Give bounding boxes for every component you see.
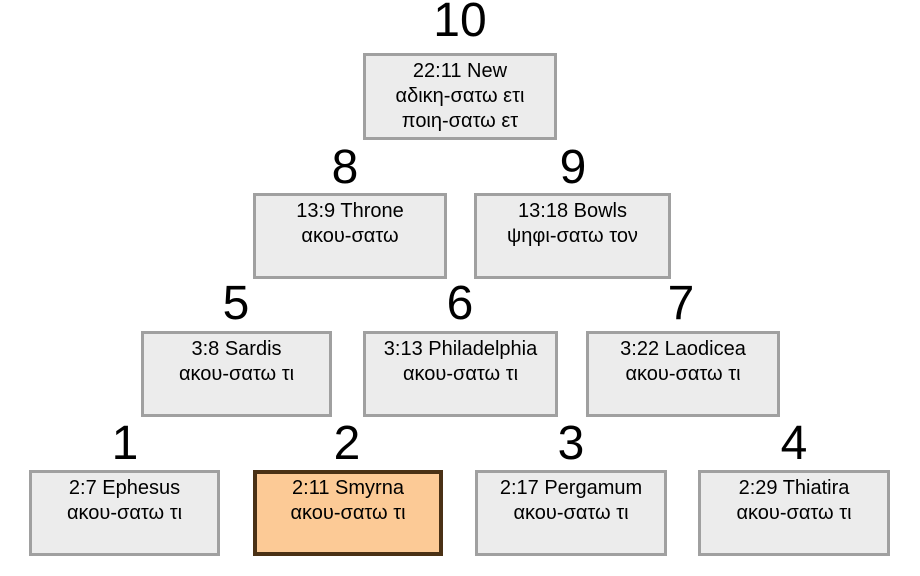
node-greek-line: ακου-σατω τι [66, 502, 183, 524]
node-title-line: 2:11 Smyrna [292, 477, 404, 499]
node-number-5: 5 [222, 277, 250, 330]
node-title-line: 3:22 Laodicea [620, 338, 746, 360]
node-2-17-pergamum[interactable]: 2:17 Pergamum ακου-σατω τι [475, 470, 667, 556]
node-number-7: 7 [667, 277, 695, 330]
node-number-1: 1 [111, 417, 139, 470]
node-title-line: 13:18 Bowls [518, 200, 627, 222]
node-greek-line: αδικη-σατω ετι [395, 85, 525, 107]
node-number-2: 2 [333, 417, 361, 470]
node-greek-line: ακου-σατω τι [513, 502, 629, 524]
node-greek-line: ακου-σατω τι [736, 502, 852, 524]
node-number-6: 6 [446, 277, 474, 330]
node-3-13-philadelphia[interactable]: 3:13 Philadelphia ακου-σατω τι [363, 331, 558, 417]
node-title-line: 2:17 Pergamum [499, 477, 643, 499]
node-13-18-bowls[interactable]: 13:18 Bowls ψηφι-σατω τον [474, 193, 671, 279]
node-number-3: 3 [557, 417, 585, 470]
node-22-11-new[interactable]: 22:11 New αδικη-σατω ετι ποιη-σατω ετ [363, 53, 557, 140]
node-title-line: 13:9 Throne [296, 200, 404, 222]
node-greek-line: ποιη-σατω ετ [401, 110, 519, 132]
node-greek-line: ακου-σατω τι [290, 502, 406, 524]
node-number-4: 4 [780, 417, 808, 470]
node-greek-line: ακου-σατω τι [625, 363, 741, 385]
node-title-line: 3:13 Philadelphia [383, 338, 538, 360]
node-number-10: 10 [433, 0, 487, 47]
node-greek-line: ακου-σατω τι [402, 363, 519, 385]
node-3-22-laodicea[interactable]: 3:22 Laodicea ακου-σατω τι [586, 331, 780, 417]
node-title-line: 2:29 Thiatira [738, 477, 850, 499]
node-greek-line: ακου-σατω [301, 225, 399, 247]
node-13-9-throne[interactable]: 13:9 Throne ακου-σατω [253, 193, 447, 279]
node-title-line: 22:11 New [412, 60, 508, 82]
node-number-9: 9 [559, 141, 587, 194]
node-2-7-ephesus[interactable]: 2:7 Ephesus ακου-σατω τι [29, 470, 220, 556]
node-3-8-sardis[interactable]: 3:8 Sardis ακου-σατω τι [141, 331, 332, 417]
node-2-29-thiatira[interactable]: 2:29 Thiatira ακου-σατω τι [698, 470, 890, 556]
node-2-11-smyrna-highlighted[interactable]: 2:11 Smyrna ακου-σατω τι [253, 470, 443, 556]
node-title-line: 3:8 Sardis [191, 338, 282, 360]
node-greek-line: ψηφι-σατω τον [507, 225, 638, 247]
node-greek-line: ακου-σατω τι [178, 363, 295, 385]
node-number-8: 8 [331, 141, 359, 194]
node-title-line: 2:7 Ephesus [68, 477, 181, 499]
